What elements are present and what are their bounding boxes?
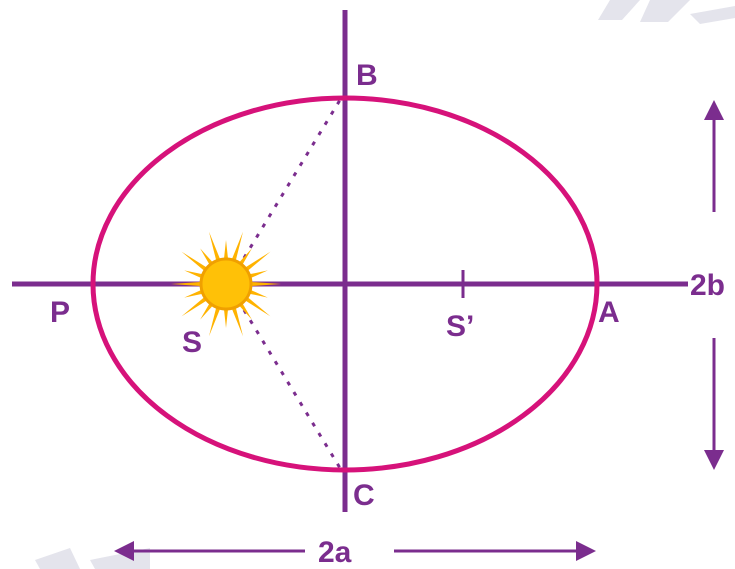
sun-ray bbox=[248, 289, 268, 298]
watermark bbox=[35, 0, 735, 569]
sun-ray bbox=[231, 306, 243, 337]
dotted-line-s-to-b bbox=[242, 99, 342, 259]
sun-ray bbox=[171, 281, 203, 287]
minor-axis-dimension-arrow bbox=[704, 100, 724, 470]
orbit-ellipse bbox=[90, 95, 600, 473]
sun-ray bbox=[181, 251, 208, 272]
sun-ray bbox=[231, 231, 243, 262]
sun-ray bbox=[184, 289, 204, 298]
sun-ray bbox=[223, 307, 229, 328]
sun-ray bbox=[181, 296, 208, 317]
sun-ray bbox=[200, 302, 214, 320]
label-p: P bbox=[50, 296, 70, 329]
sun-rays bbox=[171, 231, 281, 337]
label-2a: 2a bbox=[318, 536, 352, 569]
dotted-line-s-to-c bbox=[242, 309, 342, 469]
sun-ray bbox=[248, 270, 268, 279]
sun-ray bbox=[238, 302, 252, 320]
label-a: A bbox=[598, 296, 620, 329]
label-s: S bbox=[182, 326, 202, 359]
sun-ray bbox=[200, 248, 214, 266]
sun-ray bbox=[249, 281, 281, 287]
major-axis-dimension-arrow bbox=[114, 541, 596, 561]
sun-ray bbox=[209, 306, 221, 337]
label-2b: 2b bbox=[690, 269, 725, 302]
sun-ray bbox=[209, 231, 221, 262]
sun-ray bbox=[244, 251, 271, 272]
sun-ray bbox=[244, 296, 271, 317]
sun-icon bbox=[171, 231, 281, 337]
sun-ray bbox=[238, 248, 252, 266]
sun-ray bbox=[223, 240, 229, 261]
label-s-prime: S’ bbox=[446, 310, 474, 343]
label-c: C bbox=[353, 479, 375, 512]
sun-core bbox=[199, 257, 253, 311]
label-b: B bbox=[356, 59, 378, 92]
sun-ray bbox=[184, 270, 204, 279]
